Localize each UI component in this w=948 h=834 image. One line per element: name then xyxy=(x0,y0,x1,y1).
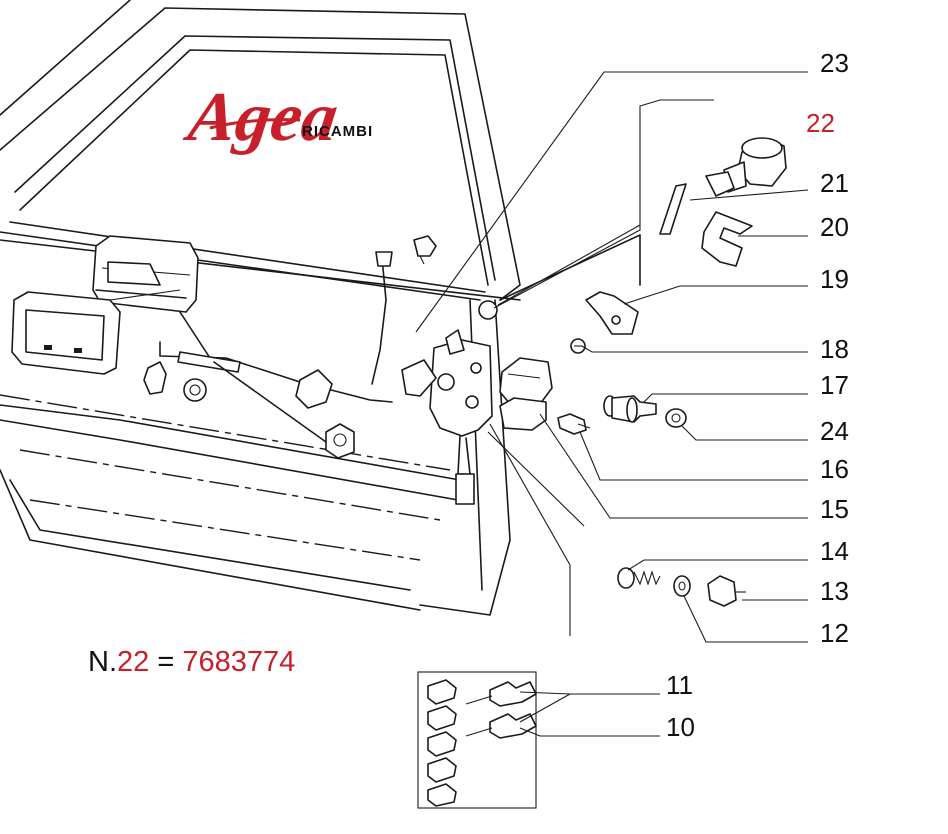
striker-bushing xyxy=(603,395,657,423)
lock-lever xyxy=(585,291,639,335)
callout-10: 10 xyxy=(666,712,695,742)
callout-20: 20 xyxy=(820,212,849,242)
part-number-note: N.22 = 7683774 xyxy=(88,646,295,679)
lock-cylinder xyxy=(705,137,787,197)
callout-15: 15 xyxy=(820,494,849,524)
small-screw xyxy=(570,338,586,354)
retaining-clip xyxy=(701,211,753,267)
spring-washer xyxy=(673,575,691,597)
lock-clip xyxy=(707,575,746,607)
callout-17: 17 xyxy=(820,370,849,400)
spring-screw xyxy=(617,567,661,589)
handle-trim-bezel xyxy=(11,289,181,375)
plastic-clips xyxy=(143,235,437,459)
part-note-code: 7683774 xyxy=(182,646,296,678)
keys xyxy=(465,681,537,739)
callout-18: 18 xyxy=(820,334,849,364)
callout-19: 19 xyxy=(820,264,849,294)
part-note-equals: = xyxy=(157,646,175,678)
door-panel-outline xyxy=(0,0,641,616)
striker-bolt xyxy=(557,413,591,435)
washer xyxy=(665,408,687,428)
callout-leader-lines xyxy=(415,71,809,737)
callout-13: 13 xyxy=(820,576,849,606)
part-note-number: 22 xyxy=(117,646,150,678)
callout-labels: 23 22 21 20 19 18 17 24 16 15 14 13 12 1… xyxy=(666,48,849,742)
keys-and-cylinders-box xyxy=(417,671,537,809)
part-note-prefix: N. xyxy=(88,646,117,678)
callout-11: 11 xyxy=(666,670,693,700)
logo-subtitle: RICAMBI xyxy=(302,123,373,140)
logo-brand: Agea xyxy=(180,78,343,156)
agea-ricambi-logo: Agea RICAMBI xyxy=(180,78,373,156)
callout-24: 24 xyxy=(820,416,849,446)
interior-door-handle xyxy=(92,235,199,313)
callout-16: 16 xyxy=(820,454,849,484)
control-rods xyxy=(159,251,393,453)
callout-14: 14 xyxy=(820,536,849,566)
callout-22: 22 xyxy=(806,108,835,138)
callout-23: 23 xyxy=(820,48,849,78)
callout-12: 12 xyxy=(820,618,849,648)
callout-21: 21 xyxy=(820,168,849,198)
logo-swoosh xyxy=(209,118,301,130)
spare-cylinders xyxy=(427,679,457,807)
cylinder-rod xyxy=(659,183,687,235)
door-striker xyxy=(499,357,553,431)
door-latch-mechanism xyxy=(401,329,493,505)
